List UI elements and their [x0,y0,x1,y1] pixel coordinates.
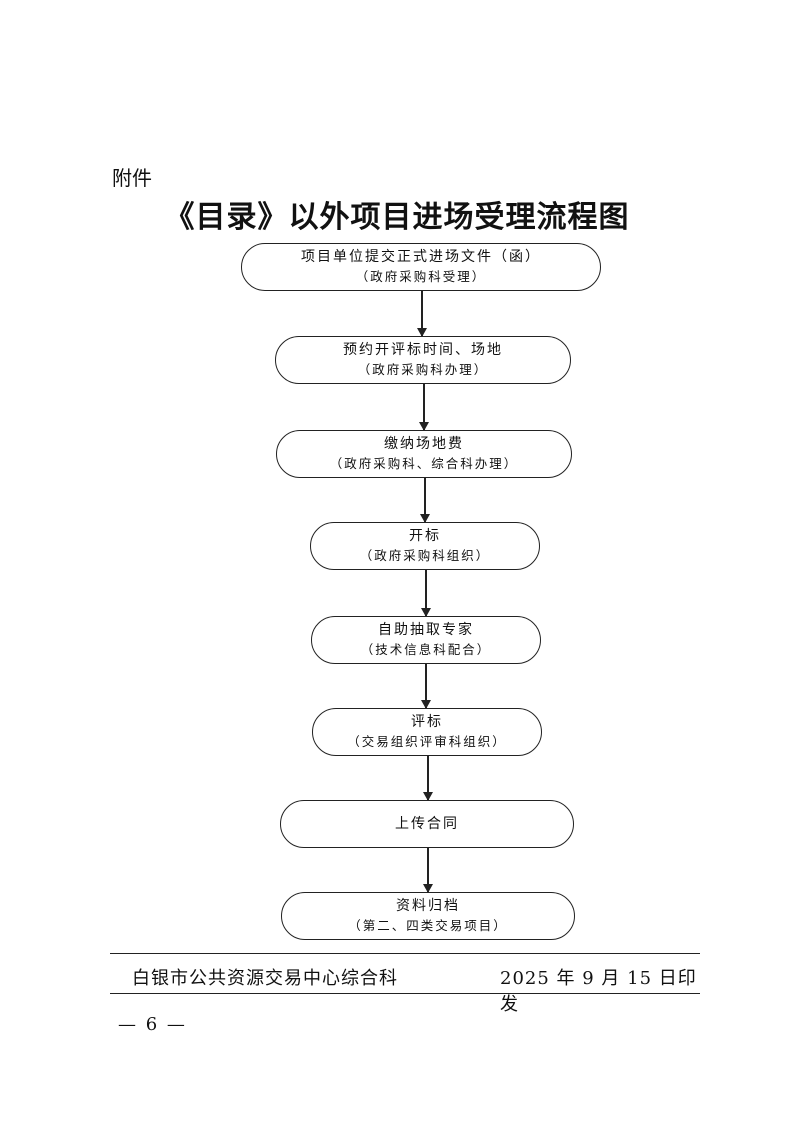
flow-step-note: （政府采购科受理） [355,269,487,284]
flow-step-note: （政府采购科组织） [359,548,491,563]
flow-step-label: 开标 [409,528,441,544]
flow-step-label: 评标 [411,714,443,730]
flow-arrow [424,848,432,893]
flow-step-select-experts: 自助抽取专家 （技术信息科配合） [311,616,541,664]
flow-step-label: 资料归档 [396,898,460,914]
flow-arrow [424,756,432,801]
flow-step-upload-contract: 上传合同 [280,800,574,848]
flow-step-note: （第二、四类交易项目） [348,918,508,933]
issuer: 白银市公共资源交易中心综合科 [132,968,398,989]
flow-step-submit-documents: 项目单位提交正式进场文件（函） （政府采购科受理） [241,243,601,291]
flow-step-label: 上传合同 [395,816,459,832]
flow-arrow [418,291,426,337]
flow-arrow [422,570,430,617]
flow-step-pay-venue-fee: 缴纳场地费 （政府采购科、综合科办理） [276,430,572,478]
page-number: — 6 — [118,1014,187,1035]
flow-step-label: 缴纳场地费 [384,436,464,452]
flow-step-label: 自助抽取专家 [378,622,474,638]
flow-step-label: 预约开评标时间、场地 [343,342,503,358]
flow-step-reserve-venue: 预约开评标时间、场地 （政府采购科办理） [275,336,571,384]
attachment-label: 附件 [112,166,152,190]
flow-step-bid-opening: 开标 （政府采购科组织） [310,522,540,570]
flow-arrow [421,478,429,523]
flow-step-bid-evaluation: 评标 （交易组织评审科组织） [312,708,542,756]
flow-arrow [422,664,430,709]
flow-step-note: （政府采购科、综合科办理） [329,456,519,471]
document-title: 《目录》以外项目进场受理流程图 [164,200,630,235]
flow-step-note: （交易组织评审科组织） [347,734,507,749]
footer-rule-bottom [110,993,700,994]
flow-step-note: （技术信息科配合） [360,642,492,657]
footer-rule-top [110,953,700,954]
flow-step-archive-documents: 资料归档 （第二、四类交易项目） [281,892,575,940]
flow-step-note: （政府采购科办理） [357,362,489,377]
flow-step-label: 项目单位提交正式进场文件（函） [301,249,541,265]
flow-arrow [420,384,428,431]
issue-date: 2025 年 9 月 15 日印发 [500,968,697,1015]
